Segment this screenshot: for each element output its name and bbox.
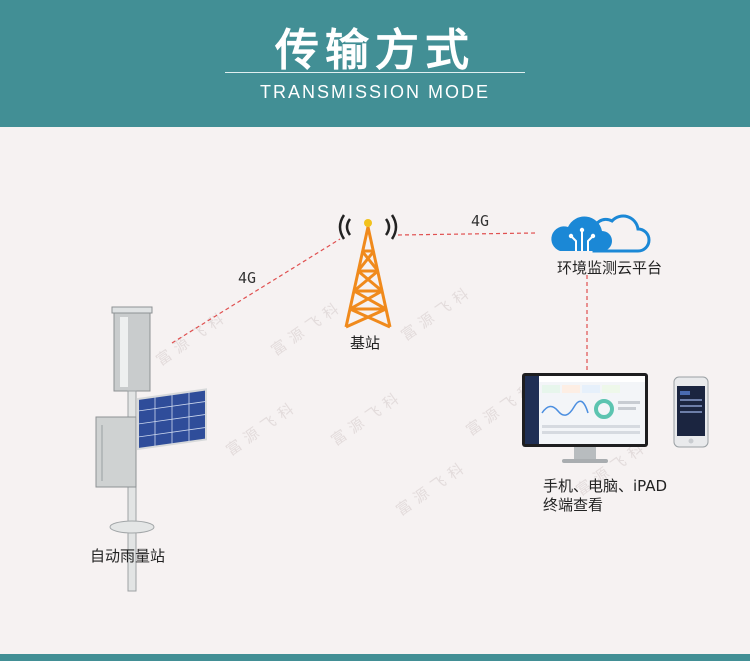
monitor-icon <box>522 373 648 463</box>
devices-label: 手机、电脑、iPAD 终端查看 <box>543 477 667 515</box>
devices-label-line1: 手机、电脑、iPAD <box>543 477 668 495</box>
phone-icon <box>673 376 709 448</box>
cloud-platform-label: 环境监测云平台 <box>557 259 663 277</box>
diagram-canvas: 富源飞科 富源飞科 富源飞科 富源飞科 富源飞科 富源飞科 富源飞科 富源飞科 … <box>0 127 750 654</box>
rain-station-label: 自动雨量站 <box>90 547 166 565</box>
devices-label-line2: 终端查看 <box>543 496 604 514</box>
header-banner: 传输方式 TRANSMISSION MODE <box>0 0 750 127</box>
link-label-4g-cloud: 4G <box>471 212 490 230</box>
link-lines <box>171 232 588 375</box>
base-station-label: 基站 <box>350 334 381 352</box>
cloud-icon <box>551 214 651 253</box>
link-label-4g-station: 4G <box>238 269 257 287</box>
title-divider <box>225 72 525 73</box>
page-title: 传输方式 <box>275 25 475 76</box>
tower-icon <box>338 214 398 329</box>
rain-gauge-station-icon <box>95 306 207 592</box>
footer-bar <box>0 654 750 661</box>
page-subtitle: TRANSMISSION MODE <box>259 82 490 102</box>
